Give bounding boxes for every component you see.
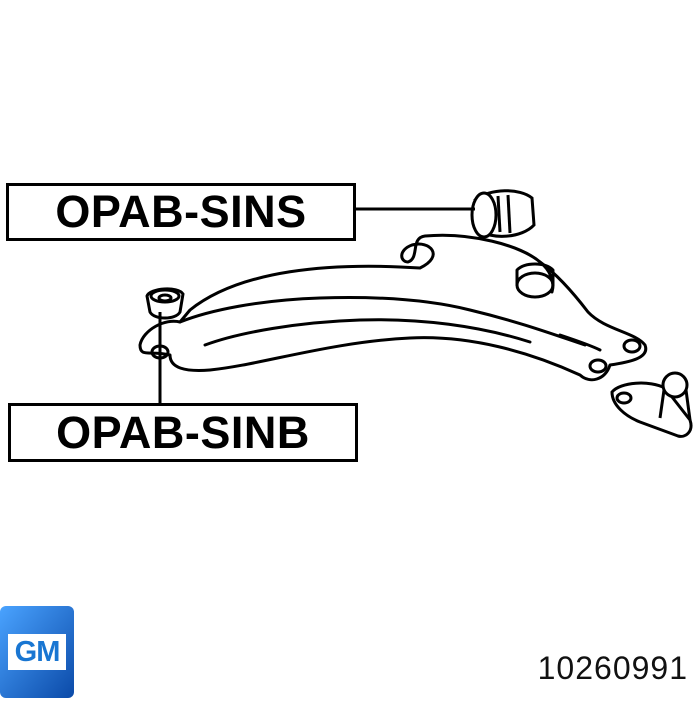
control-arm-outline xyxy=(138,233,648,382)
gm-logo: GM xyxy=(0,606,74,698)
ball-joint xyxy=(610,371,693,438)
top-bushing xyxy=(470,189,536,239)
part-label-bottom: OPAB-SINB xyxy=(8,403,358,462)
part-number: 10260991 xyxy=(537,650,688,686)
logo-text: GM xyxy=(8,634,66,670)
bottom-bushing xyxy=(145,287,185,320)
part-label-top: OPAB-SINS xyxy=(6,183,356,241)
